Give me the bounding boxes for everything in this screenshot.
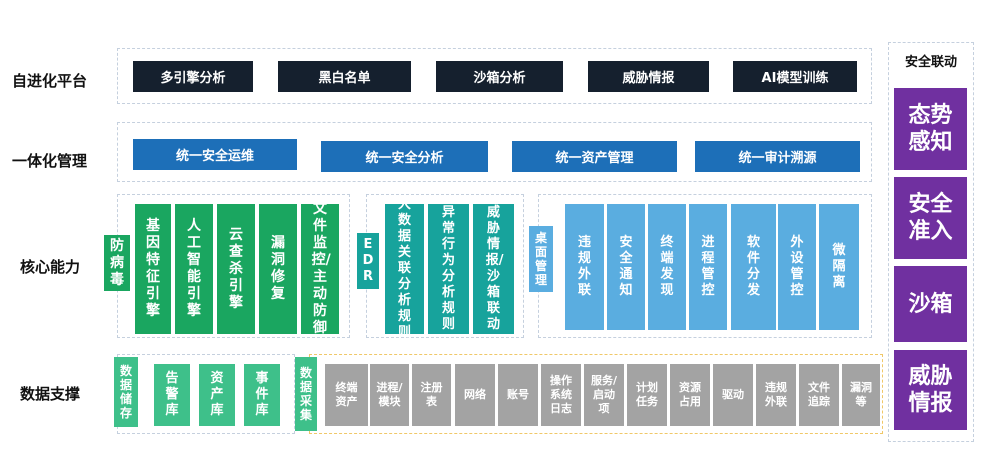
linkage-item[interactable]: 安全准入	[894, 177, 967, 259]
collection-item[interactable]: 驱动	[713, 364, 753, 426]
management-item[interactable]: 统一审计溯源	[695, 141, 860, 172]
collection-label: 数据采集	[295, 357, 317, 431]
row-label-core: 核心能力	[20, 258, 81, 276]
desktop-label: 桌面管理	[529, 226, 553, 292]
desktop-item[interactable]: 安全通知	[607, 204, 645, 330]
collection-item[interactable]: 资源占用	[670, 364, 710, 426]
collection-item[interactable]: 违规外联	[756, 364, 796, 426]
desktop-item[interactable]: 进程管控	[689, 204, 727, 330]
platform-item[interactable]: 黑白名单	[278, 61, 411, 92]
desktop-item[interactable]: 外设管控	[778, 204, 816, 330]
antivirus-item[interactable]: 人工智能引擎	[175, 204, 213, 334]
antivirus-item[interactable]: 云查杀引擎	[217, 204, 255, 334]
collection-item[interactable]: 计划任务	[627, 364, 667, 426]
collection-item[interactable]: 终端资产	[325, 364, 368, 426]
desktop-item[interactable]: 微隔离	[819, 204, 859, 330]
desktop-item[interactable]: 终端发现	[648, 204, 686, 330]
collection-item[interactable]: 服务/启动项	[584, 364, 624, 426]
linkage-item[interactable]: 态势感知	[894, 88, 967, 170]
platform-frame	[117, 48, 872, 104]
storage-item[interactable]: 资产库	[199, 364, 235, 426]
row-label-platform: 自进化平台	[12, 72, 88, 90]
collection-item[interactable]: 注册表	[412, 364, 451, 426]
linkage-item[interactable]: 威胁情报	[894, 350, 967, 430]
platform-item[interactable]: 多引擎分析	[133, 61, 253, 92]
antivirus-item[interactable]: 基因特征引擎	[135, 204, 171, 334]
desktop-item[interactable]: 违规外联	[565, 204, 604, 330]
platform-item[interactable]: 沙箱分析	[436, 61, 563, 92]
collection-item[interactable]: 操作系统日志	[541, 364, 581, 426]
antivirus-item[interactable]: 文件监控/主动防御	[301, 201, 339, 336]
antivirus-item[interactable]: 漏洞修复	[259, 204, 297, 334]
collection-item[interactable]: 账号	[498, 364, 538, 426]
edr-item[interactable]: 威胁情报/沙箱联动	[473, 204, 514, 334]
collection-item[interactable]: 漏洞等	[842, 364, 880, 426]
collection-item[interactable]: 进程/模块	[370, 364, 409, 426]
row-label-data: 数据支撑	[20, 385, 81, 403]
linkage-item[interactable]: 沙箱	[894, 266, 967, 342]
storage-item[interactable]: 事件库	[244, 364, 280, 426]
edr-item[interactable]: 异常行为分析规则	[428, 204, 469, 334]
desktop-item[interactable]: 软件分发	[731, 204, 776, 330]
storage-label: 数据储存	[114, 357, 138, 427]
platform-item[interactable]: AI模型训练	[733, 61, 857, 92]
edr-item[interactable]: 大数据关联分析规则	[385, 197, 424, 340]
management-frame	[117, 122, 872, 182]
management-item[interactable]: 统一安全分析	[321, 141, 488, 172]
platform-item[interactable]: 威胁情报	[588, 61, 709, 92]
storage-item[interactable]: 告警库	[154, 364, 190, 426]
linkage-title: 安全联动	[904, 55, 957, 70]
management-item[interactable]: 统一安全运维	[133, 139, 297, 170]
collection-item[interactable]: 文件追踪	[799, 364, 839, 426]
antivirus-label: 防病毒	[104, 235, 130, 291]
linkage-frame	[888, 42, 974, 442]
management-item[interactable]: 统一资产管理	[512, 141, 677, 172]
edr-label: EDR	[357, 233, 379, 289]
row-label-management: 一体化管理	[12, 152, 88, 170]
collection-item[interactable]: 网络	[455, 364, 495, 426]
